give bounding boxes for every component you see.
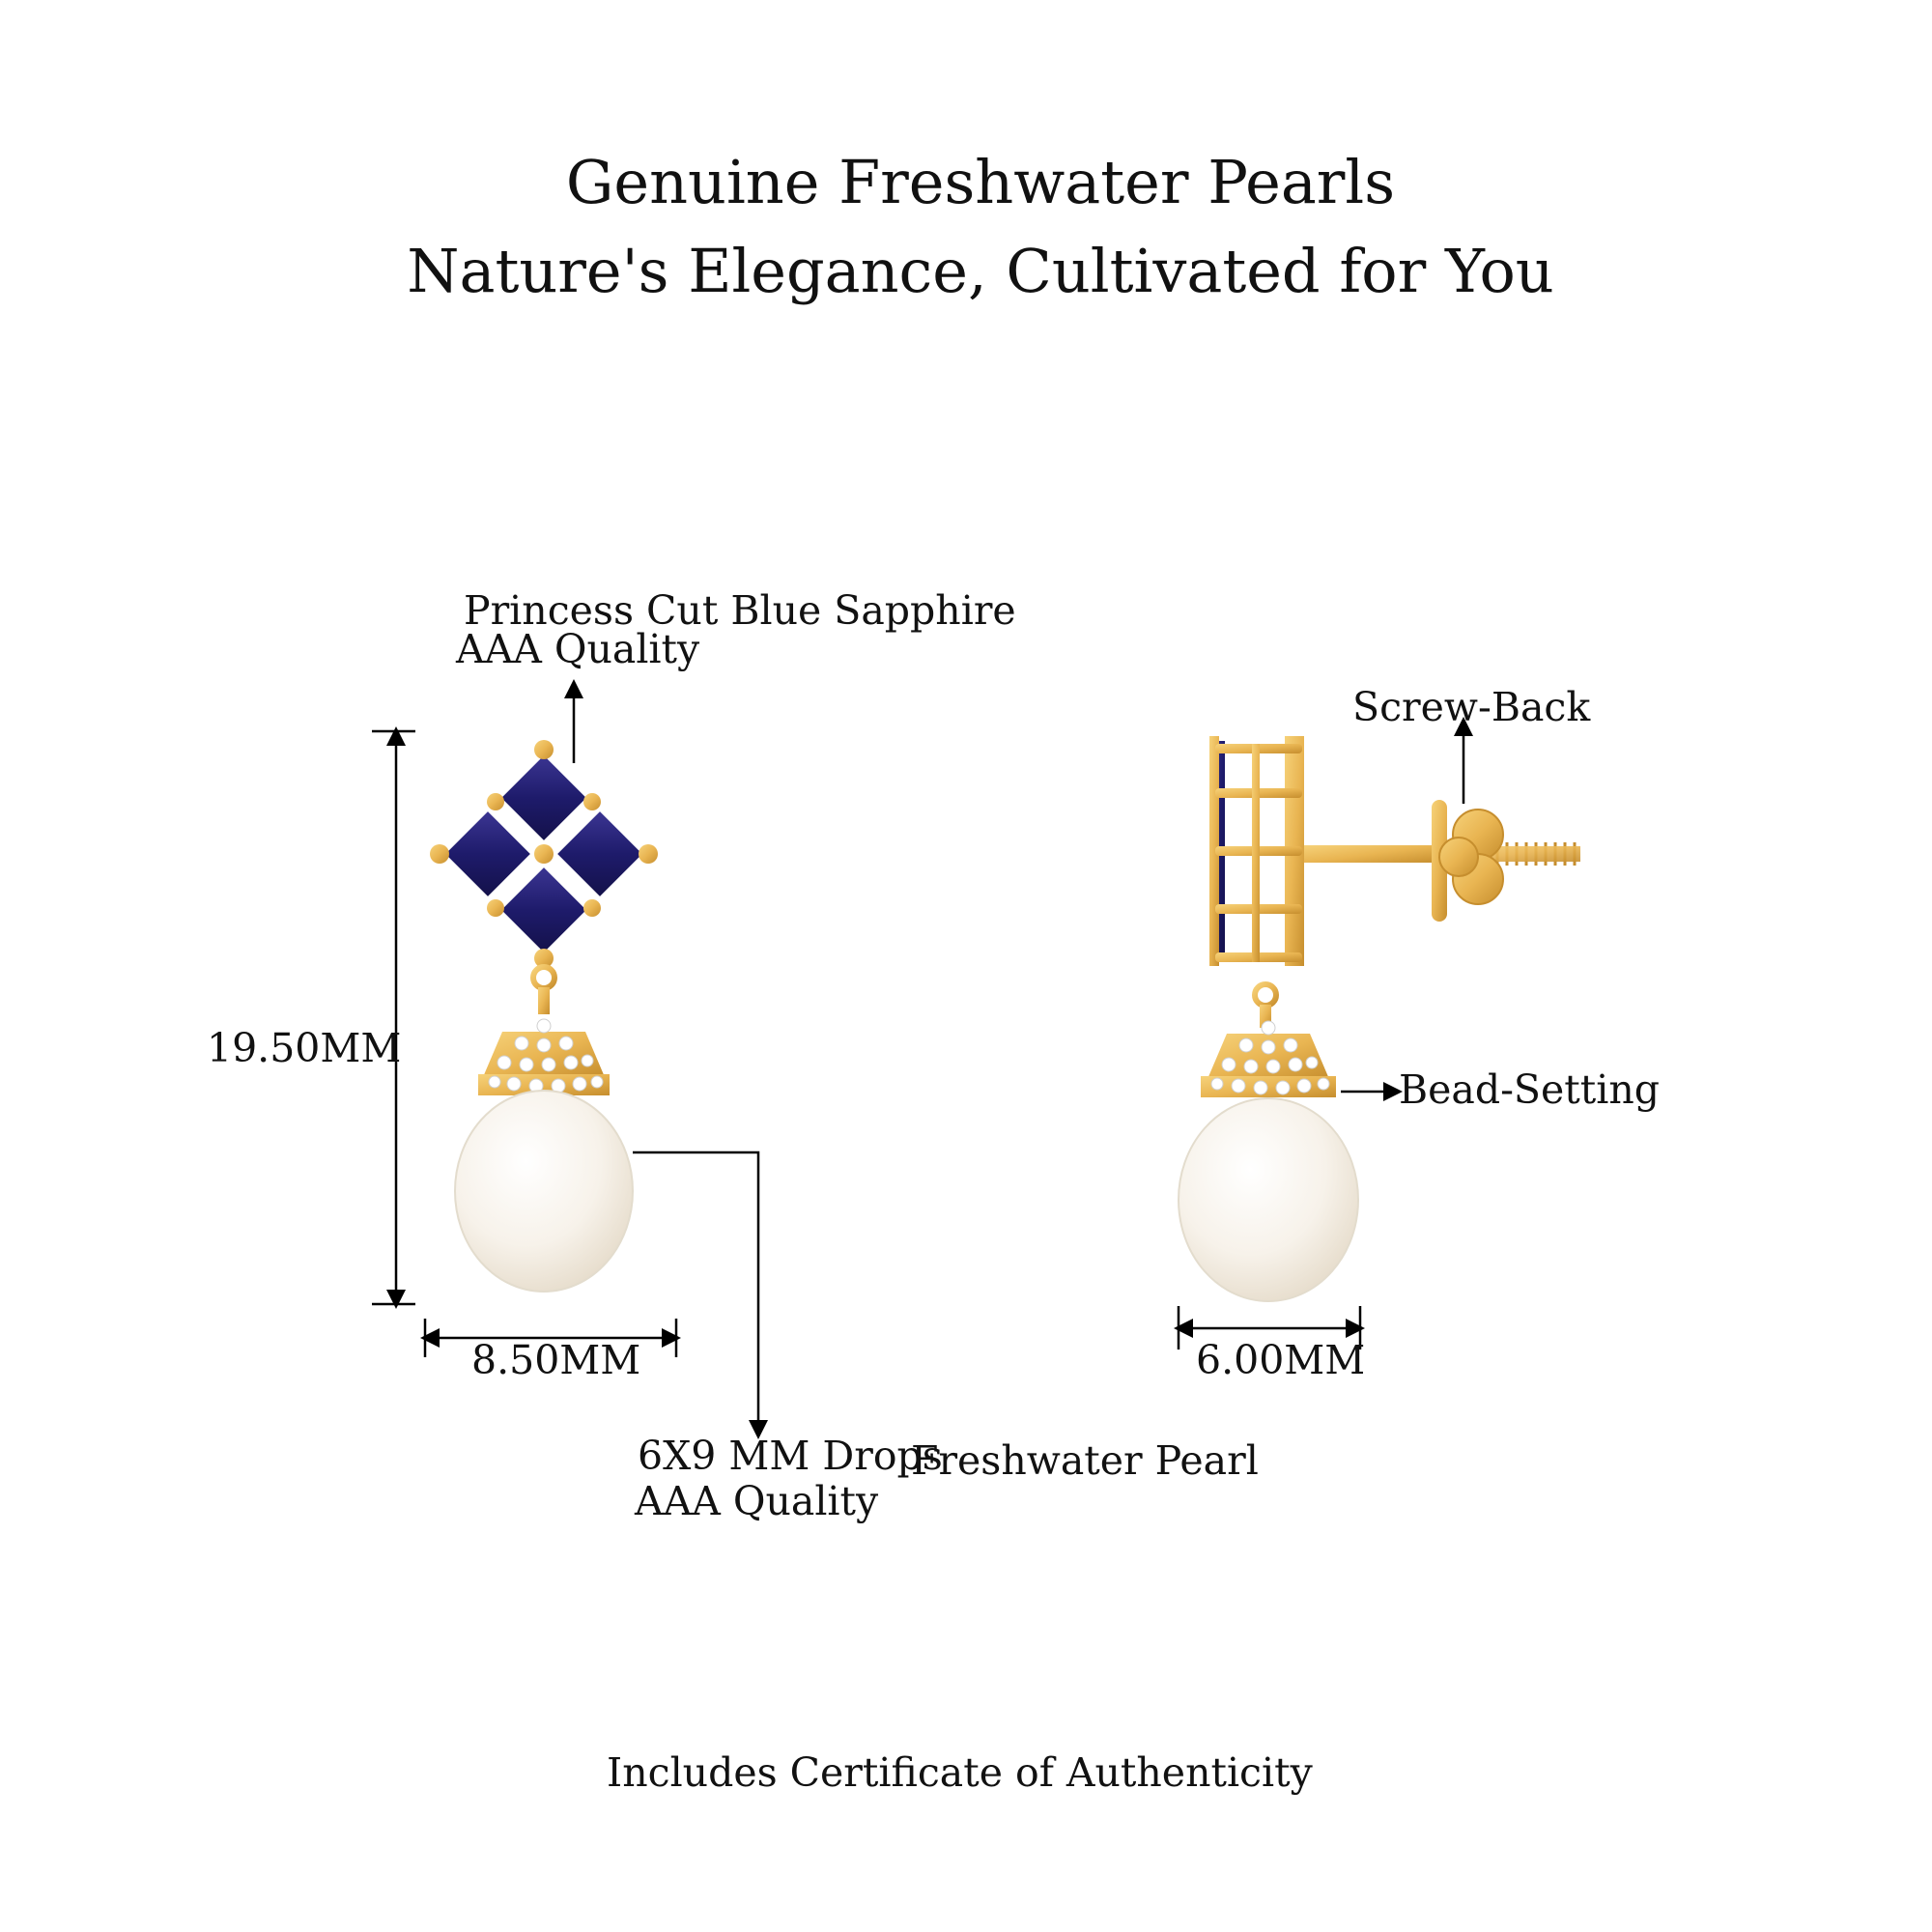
- page-subtitle: Nature's Elegance, Cultivated for You: [407, 236, 1554, 306]
- bead-setting-label: Bead-Setting: [1399, 1066, 1661, 1113]
- pave-cap: [478, 1018, 610, 1095]
- screw-back-nut: [1432, 800, 1504, 922]
- side-width-dimension-label: 6.00MM: [1196, 1337, 1366, 1383]
- pearl-quality-label: AAA Quality: [635, 1478, 879, 1524]
- sapphire-cluster: [430, 740, 658, 968]
- width-dimension-label: 8.50MM: [471, 1337, 641, 1383]
- certificate-note: Includes Certificate of Authenticity: [607, 1749, 1313, 1796]
- front-earring: [430, 740, 658, 1293]
- pearl-size-label: 6X9 MM Drops: [638, 1433, 943, 1479]
- screw-back-label: Screw-Back: [1352, 684, 1591, 730]
- height-dimension-label: 19.50MM: [207, 1025, 402, 1071]
- page-title: Genuine Freshwater Pearls: [565, 147, 1396, 217]
- sapphire-quality-label: AAA Quality: [456, 626, 700, 672]
- sapphire-label: Princess Cut Blue Sapphire: [464, 587, 1016, 634]
- pearl: [454, 1090, 634, 1293]
- pearl-type-label: Freshwater Pearl: [911, 1437, 1259, 1484]
- side-earring: [1178, 736, 1580, 1302]
